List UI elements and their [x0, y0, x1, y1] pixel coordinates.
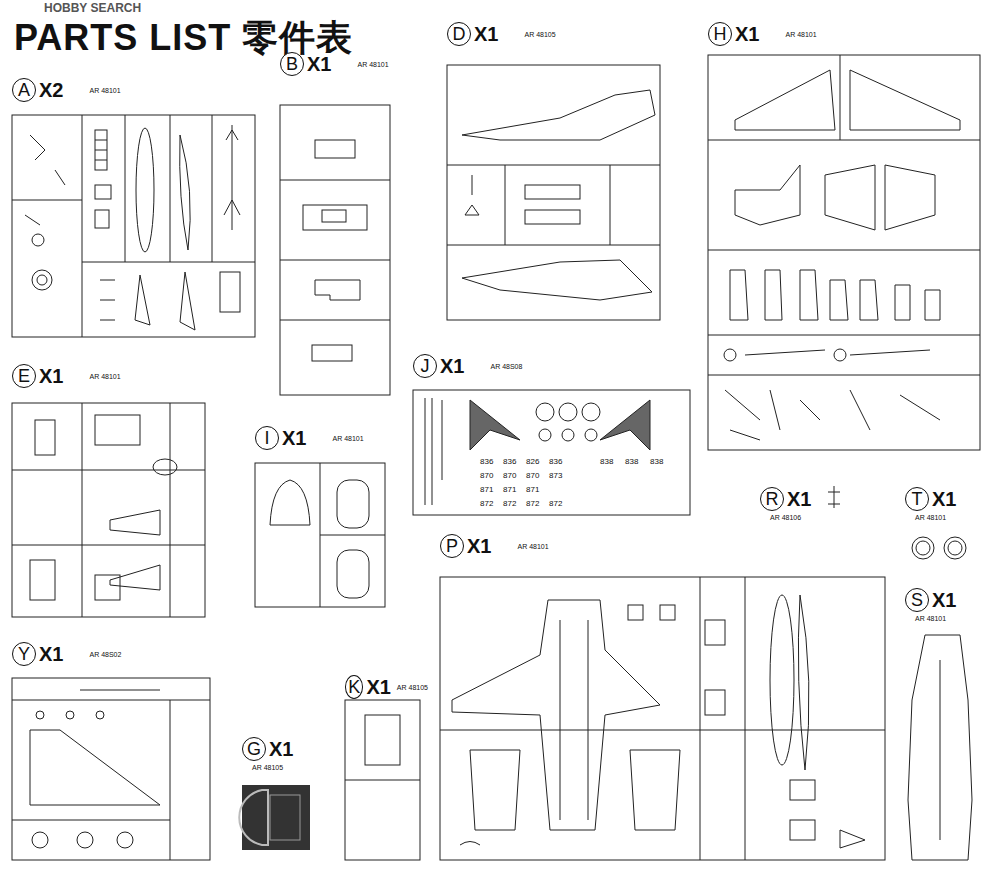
- sprue-panel: PX1 AR 48101: [440, 534, 885, 860]
- sprue-count: X1: [39, 643, 63, 666]
- sprue-header: KX1 AR 48105: [345, 675, 428, 699]
- sprue-header: TX1 AR 48101: [905, 487, 984, 521]
- sprue-code: AR 48101: [785, 31, 816, 38]
- sprue-panel: HX1 AR 48101: [708, 22, 980, 450]
- decal-number: 838: [650, 458, 663, 466]
- decal-number: 836: [503, 458, 516, 466]
- sprue-letter: A: [12, 78, 36, 102]
- sprue-letter: R: [760, 487, 784, 511]
- decal-number: 872: [526, 500, 539, 508]
- sprue-panel: GX1 AR 48105: [242, 737, 316, 781]
- sprue-header: JX1 AR 48S08: [413, 354, 690, 378]
- sprue-count: X1: [932, 488, 956, 511]
- sprue-header: SX1 AR 48101: [905, 588, 984, 622]
- decal-number: 826: [526, 458, 539, 466]
- sprue-header: HX1 AR 48101: [708, 22, 980, 46]
- sprue-code: AR 48105: [397, 684, 428, 691]
- sprue-code: AR 48S08: [490, 363, 522, 370]
- sprue-header: BX1 AR 48101: [280, 52, 393, 76]
- sprue-header: PX1 AR 48101: [440, 534, 885, 558]
- sprue-count: X1: [735, 23, 759, 46]
- sprue-count: X1: [269, 738, 293, 761]
- sprue-panel: BX1 AR 48101: [280, 52, 393, 395]
- sprue-count: X1: [440, 355, 464, 378]
- sprue-count: X1: [474, 23, 498, 46]
- decal-number: 870: [480, 472, 493, 480]
- sprue-code: AR 48105: [524, 31, 555, 38]
- decal-number: 872: [480, 500, 493, 508]
- sprue-letter: I: [255, 426, 279, 450]
- sprue-header: GX1 AR 48105: [242, 737, 316, 771]
- decal-number: 836: [549, 458, 562, 466]
- decal-number: 871: [526, 486, 539, 494]
- sprue-letter: Y: [12, 642, 36, 666]
- decal-number: 838: [625, 458, 638, 466]
- sprue-count: X1: [366, 676, 390, 699]
- sprue-code: AR 48101: [357, 61, 388, 68]
- sprue-count: X2: [39, 79, 63, 102]
- decal-number: 870: [526, 472, 539, 480]
- sprue-count: X1: [307, 53, 331, 76]
- decal-number: 838: [600, 458, 613, 466]
- sprue-count: X1: [932, 589, 956, 612]
- sprue-letter: G: [242, 737, 266, 761]
- sprue-panel: JX1 AR 48S08: [413, 354, 690, 515]
- sprue-code: AR 48101: [915, 615, 984, 622]
- sprue-panel: DX1 AR 48105: [447, 22, 660, 320]
- sprue-letter: S: [905, 588, 929, 612]
- page-title: PARTS LIST 零件表: [14, 18, 353, 58]
- sprue-code: AR 48101: [915, 514, 984, 521]
- decal-number: 836: [480, 458, 493, 466]
- decal-number: 872: [549, 500, 562, 508]
- sprue-header: DX1 AR 48105: [447, 22, 660, 46]
- sprue-letter: T: [905, 487, 929, 511]
- sprue-count: X1: [282, 427, 306, 450]
- decal-number: 871: [480, 486, 493, 494]
- sprue-code: AR 48101: [332, 435, 363, 442]
- decal-number: 870: [503, 472, 516, 480]
- sprue-panel: EX1 AR 48101: [12, 364, 205, 617]
- watermark: HOBBY SEARCH: [44, 2, 141, 14]
- sprue-panel: AX2 AR 48101: [12, 78, 255, 337]
- sprue-code: AR 48101: [517, 543, 548, 550]
- sprue-panel: TX1 AR 48101: [905, 487, 984, 523]
- decal-number: 873: [549, 472, 562, 480]
- decal-number: 872: [503, 500, 516, 508]
- sprue-count: X1: [467, 535, 491, 558]
- sprue-count: X1: [787, 488, 811, 511]
- sprue-code: AR 48106: [770, 514, 828, 521]
- sprue-panel: SX1 AR 48101: [905, 588, 984, 628]
- sprue-letter: H: [708, 22, 732, 46]
- sprue-code: AR 48105: [252, 764, 316, 771]
- sprue-header: YX1 AR 48S02: [12, 642, 210, 666]
- sprue-code: AR 48101: [89, 373, 120, 380]
- sprue-code: AR 48101: [89, 87, 120, 94]
- sprue-letter: K: [345, 675, 363, 699]
- sprue-header: RX1 AR 48106: [760, 487, 828, 521]
- sprue-count: X1: [39, 365, 63, 388]
- sprue-header: EX1 AR 48101: [12, 364, 205, 388]
- sprue-header: AX2 AR 48101: [12, 78, 255, 102]
- sprue-letter: P: [440, 534, 464, 558]
- sprue-letter: B: [280, 52, 304, 76]
- decal-number: 871: [503, 486, 516, 494]
- sprue-panel: RX1 AR 48106: [760, 487, 828, 523]
- sprue-letter: E: [12, 364, 36, 388]
- sprue-panel: IX1 AR 48101: [255, 426, 385, 607]
- sprue-code: AR 48S02: [89, 651, 121, 658]
- sprue-letter: D: [447, 22, 471, 46]
- sprue-panel: KX1 AR 48105: [345, 675, 428, 701]
- sprue-letter: J: [413, 354, 437, 378]
- sprue-panel: YX1 AR 48S02: [12, 642, 210, 860]
- sprue-header: IX1 AR 48101: [255, 426, 385, 450]
